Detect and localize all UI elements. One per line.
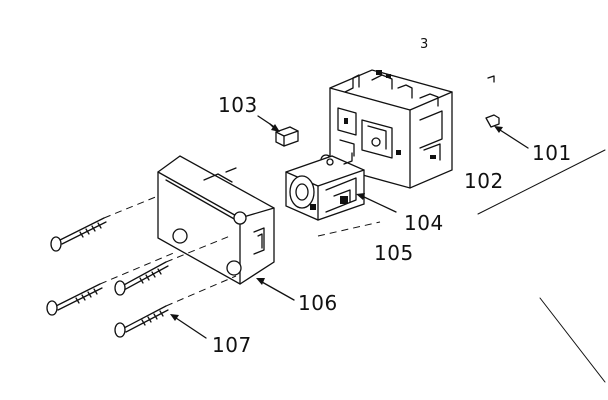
label-104: 104 (404, 211, 444, 235)
assembly-line-1 (103, 195, 159, 219)
assembly-line-5 (317, 221, 381, 237)
label-105: 105 (374, 241, 414, 265)
part-107-screws (46, 217, 169, 338)
label-101: 101 (532, 141, 572, 165)
label-107: 107 (212, 333, 252, 357)
part-106-cover-plate (157, 155, 275, 285)
part-102-switch-assembly (320, 69, 453, 189)
leader-lines (170, 115, 529, 339)
part-101-clip (485, 75, 500, 128)
label-106: 106 (298, 291, 338, 315)
guide-line-lower (539, 297, 606, 383)
page-number: 3 (420, 37, 428, 52)
label-103: 103 (218, 93, 258, 117)
guide-line-upper (477, 149, 606, 215)
assembly-line-4 (165, 275, 237, 307)
assembly-line-2 (99, 251, 177, 285)
label-102: 102 (464, 169, 504, 193)
part-104-solenoid (285, 152, 365, 221)
